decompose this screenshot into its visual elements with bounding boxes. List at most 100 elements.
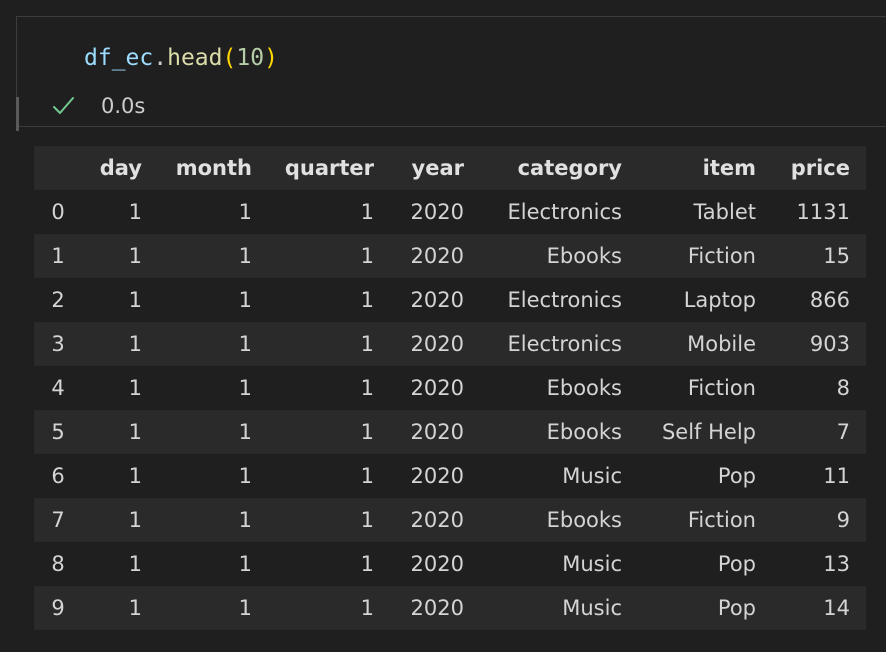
- cell-index: 1: [34, 234, 82, 278]
- cell-year: 2020: [390, 234, 480, 278]
- cell-category: Ebooks: [480, 234, 638, 278]
- cell-month: 1: [158, 234, 268, 278]
- cell-month: 1: [158, 586, 268, 630]
- column-header-category: category: [480, 146, 638, 190]
- cell-quarter: 1: [268, 542, 390, 586]
- code-editor[interactable]: df_ec.head(10): [84, 43, 278, 73]
- cell-price: 13: [772, 542, 866, 586]
- cell-day: 1: [82, 542, 158, 586]
- cell-month: 1: [158, 278, 268, 322]
- code-dot: .: [153, 45, 168, 71]
- cell-day: 1: [82, 234, 158, 278]
- code-close-paren: ): [264, 45, 278, 71]
- check-icon: [51, 94, 75, 118]
- cell-day: 1: [82, 322, 158, 366]
- cell-month: 1: [158, 190, 268, 234]
- column-header-index: [34, 146, 82, 190]
- cell-category: Ebooks: [480, 366, 638, 410]
- cell-quarter: 1: [268, 190, 390, 234]
- dataframe-table: day month quarter year category item pri…: [34, 146, 866, 630]
- cell-category: Music: [480, 586, 638, 630]
- cell-price: 866: [772, 278, 866, 322]
- cell-quarter: 1: [268, 322, 390, 366]
- cell-day: 1: [82, 410, 158, 454]
- cell-quarter: 1: [268, 498, 390, 542]
- cell-item: Fiction: [638, 498, 772, 542]
- cell-quarter: 1: [268, 586, 390, 630]
- cell-month: 1: [158, 542, 268, 586]
- cell-focus-bar: [16, 97, 19, 131]
- cell-output: day month quarter year category item pri…: [34, 146, 866, 630]
- cell-quarter: 1: [268, 454, 390, 498]
- code-open-paren: (: [222, 45, 237, 71]
- cell-index: 6: [34, 454, 82, 498]
- cell-item: Pop: [638, 586, 772, 630]
- cell-price: 11: [772, 454, 866, 498]
- code-cell[interactable]: df_ec.head(10) 0.0s: [16, 16, 886, 131]
- cell-index: 0: [34, 190, 82, 234]
- cell-category: Electronics: [480, 278, 638, 322]
- code-variable: df_ec: [84, 45, 154, 71]
- cell-item: Pop: [638, 542, 772, 586]
- cell-index: 9: [34, 586, 82, 630]
- cell-day: 1: [82, 586, 158, 630]
- cell-price: 903: [772, 322, 866, 366]
- cell-category: Electronics: [480, 190, 638, 234]
- cell-item: Laptop: [638, 278, 772, 322]
- column-header-month: month: [158, 146, 268, 190]
- cell-year: 2020: [390, 190, 480, 234]
- cell-quarter: 1: [268, 278, 390, 322]
- cell-price: 14: [772, 586, 866, 630]
- execution-time: 0.0s: [101, 94, 146, 118]
- cell-year: 2020: [390, 542, 480, 586]
- cell-year: 2020: [390, 278, 480, 322]
- code-argument: 10: [236, 45, 265, 71]
- cell-index: 8: [34, 542, 82, 586]
- cell-year: 2020: [390, 454, 480, 498]
- cell-year: 2020: [390, 586, 480, 630]
- cell-item: Self Help: [638, 410, 772, 454]
- table-header-row: day month quarter year category item pri…: [34, 146, 866, 190]
- cell-year: 2020: [390, 366, 480, 410]
- cell-price: 9: [772, 498, 866, 542]
- cell-item: Pop: [638, 454, 772, 498]
- execution-status: 0.0s: [51, 91, 145, 121]
- cell-day: 1: [82, 454, 158, 498]
- cell-category: Ebooks: [480, 410, 638, 454]
- cell-month: 1: [158, 366, 268, 410]
- cell-year: 2020: [390, 322, 480, 366]
- cell-item: Fiction: [638, 366, 772, 410]
- cell-quarter: 1: [268, 366, 390, 410]
- cell-quarter: 1: [268, 410, 390, 454]
- cell-category: Electronics: [480, 322, 638, 366]
- cell-index: 2: [34, 278, 82, 322]
- cell-category: Music: [480, 454, 638, 498]
- cell-year: 2020: [390, 410, 480, 454]
- cell-index: 4: [34, 366, 82, 410]
- cell-price: 15: [772, 234, 866, 278]
- cell-month: 1: [158, 322, 268, 366]
- cell-month: 1: [158, 454, 268, 498]
- column-header-day: day: [82, 146, 158, 190]
- cell-day: 1: [82, 190, 158, 234]
- code-method: head: [167, 45, 223, 71]
- column-header-year: year: [390, 146, 480, 190]
- cell-price: 7: [772, 410, 866, 454]
- cell-item: Mobile: [638, 322, 772, 366]
- cell-month: 1: [158, 498, 268, 542]
- cell-price: 1131: [772, 190, 866, 234]
- cell-category: Ebooks: [480, 498, 638, 542]
- column-header-quarter: quarter: [268, 146, 390, 190]
- cell-year: 2020: [390, 498, 480, 542]
